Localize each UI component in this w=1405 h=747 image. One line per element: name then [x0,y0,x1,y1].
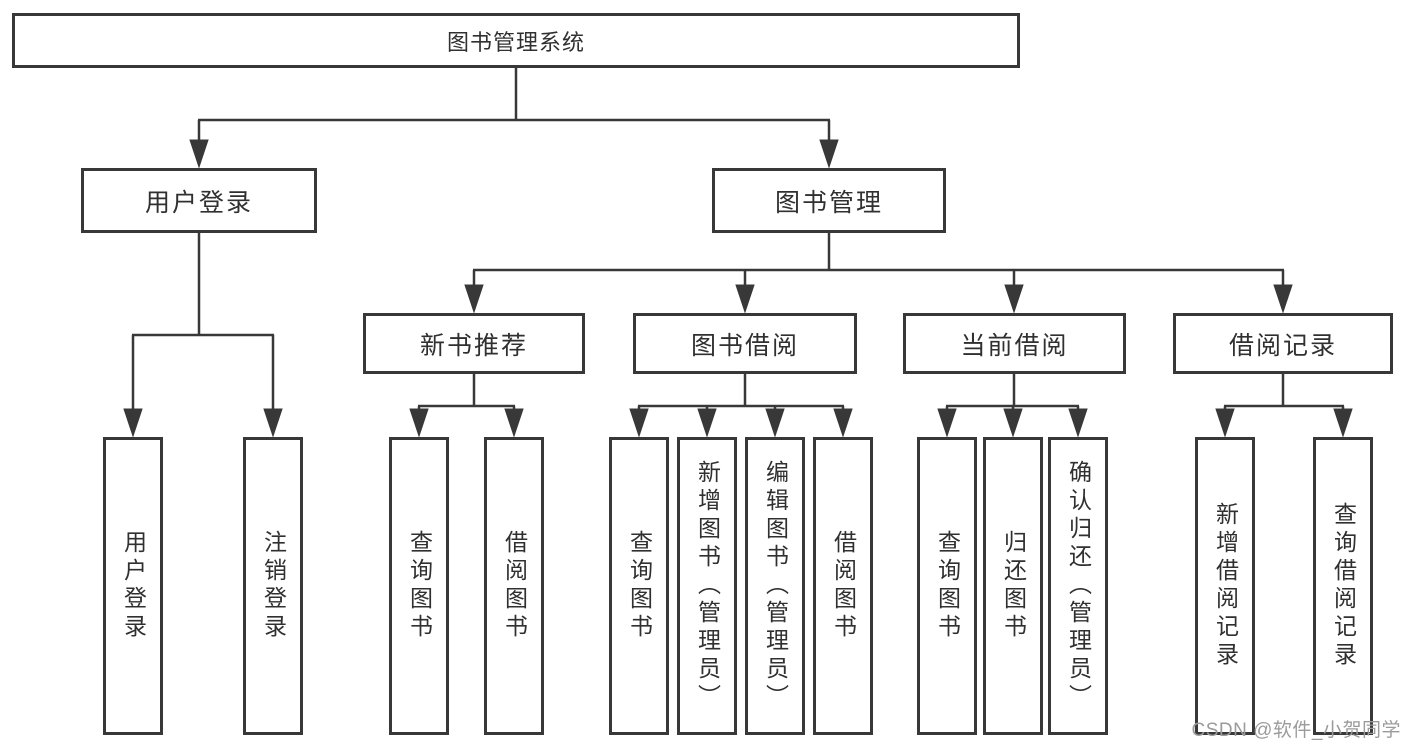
node-label: 图书管理系统 [446,29,585,55]
node-current-borrow: 当前借阅 [903,313,1126,374]
leaf-label: 借阅图书 [830,530,857,642]
leaf-query-books-current: 查询图书 [917,437,977,735]
leaf-user-login: 用户登录 [103,437,163,735]
leaf-label: 查询图书 [626,530,653,642]
leaf-logout: 注销登录 [243,437,303,735]
leaf-label: 查询图书 [406,530,433,642]
leaf-label: 新增借阅记录 [1212,502,1239,670]
node-label: 图书管理 [774,188,883,217]
node-label: 图书借阅 [690,331,799,360]
leaf-label: 确认归还（管理员） [1065,460,1092,712]
node-library-management-system: 图书管理系统 [12,13,1020,68]
leaf-label: 归还图书 [1000,530,1027,642]
leaf-label: 注销登录 [260,530,287,642]
csdn-watermark: CSDN @软件_小贺同学 [1191,720,1401,741]
leaf-label: 编辑图书（管理员） [762,460,789,712]
leaf-label: 查询图书 [934,530,961,642]
leaf-query-books-recommend: 查询图书 [389,437,449,735]
leaf-label: 用户登录 [120,530,147,642]
leaf-label: 新增图书（管理员） [694,460,721,712]
leaf-edit-books-admin: 编辑图书（管理员） [745,437,805,735]
node-borrow-records: 借阅记录 [1173,313,1393,374]
node-label: 用户登录 [144,188,253,217]
node-book-borrow: 图书借阅 [633,313,857,374]
leaf-add-books-admin: 新增图书（管理员） [677,437,737,735]
node-label: 借阅记录 [1228,331,1337,360]
leaf-return-books: 归还图书 [983,437,1043,735]
leaf-confirm-return-admin: 确认归还（管理员） [1048,437,1108,735]
node-label: 当前借阅 [960,331,1069,360]
leaf-label: 查询借阅记录 [1330,502,1357,670]
node-book-management: 图书管理 [712,168,946,233]
leaf-borrow-books-recommend: 借阅图书 [484,437,544,735]
leaf-borrow-books: 借阅图书 [813,437,873,735]
node-user-login: 用户登录 [81,168,317,233]
node-label: 新书推荐 [419,331,528,360]
leaf-label: 借阅图书 [501,530,528,642]
node-new-book-recommend: 新书推荐 [363,313,585,374]
leaf-query-borrow-record: 查询借阅记录 [1313,437,1373,735]
leaf-query-books-borrow: 查询图书 [609,437,669,735]
leaf-add-borrow-record: 新增借阅记录 [1195,437,1255,735]
